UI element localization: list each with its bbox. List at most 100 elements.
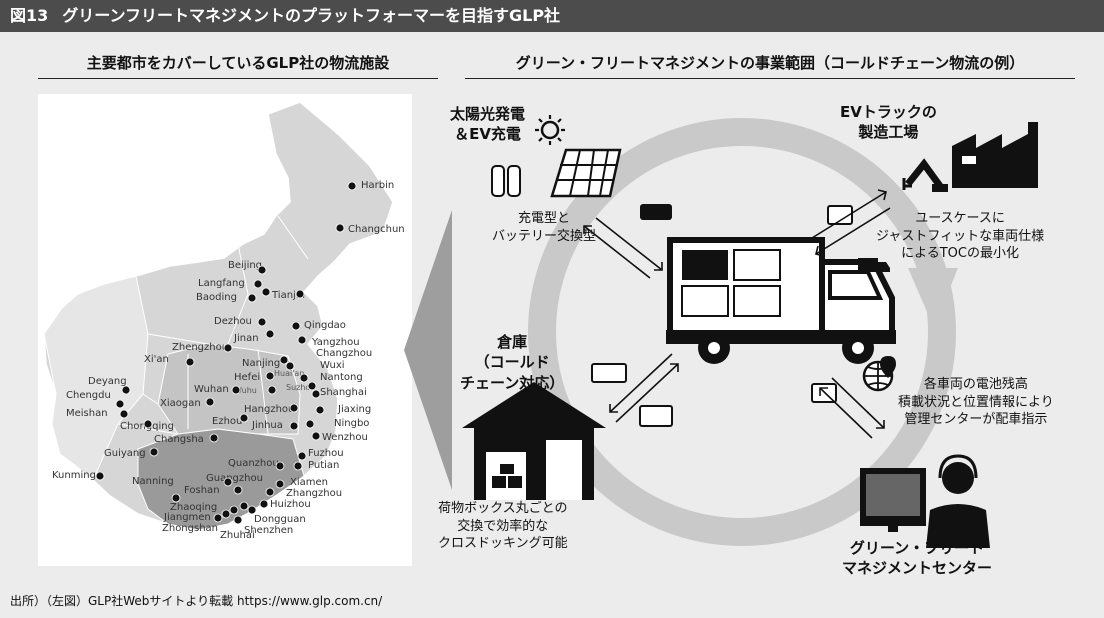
exchange-arrows bbox=[583, 189, 891, 439]
city-label-kunming: Kunming bbox=[52, 470, 96, 481]
city-dot bbox=[171, 493, 181, 503]
city-dot bbox=[289, 403, 299, 413]
city-label-guiyang: Guiyang bbox=[104, 448, 146, 459]
city-dot bbox=[247, 293, 257, 303]
city-dot bbox=[305, 419, 315, 429]
city-label-nanning: Nanning bbox=[132, 476, 174, 487]
battery-pack-icon bbox=[640, 204, 672, 220]
city-dot bbox=[239, 413, 249, 423]
factory-icon bbox=[952, 122, 1038, 188]
figure-title: グリーンフリートマネジメントのプラットフォーマーを目指すGLP社 bbox=[62, 6, 561, 25]
city-dot bbox=[347, 181, 357, 191]
city-dot bbox=[297, 451, 307, 461]
cycle-ring bbox=[528, 118, 956, 546]
city-label-zhongshan: Zhongshan bbox=[162, 523, 219, 534]
china-map: Harbin Changchun Beijing Langfang Tianji… bbox=[38, 94, 412, 566]
battery-cells-icon bbox=[491, 165, 521, 197]
city-dot-group bbox=[95, 181, 357, 525]
solar-heading: 太陽光発電 ＆EV充電 bbox=[450, 105, 526, 144]
province-borders bbox=[103, 215, 309, 435]
city-label-fuzhou: Fuzhou bbox=[308, 448, 344, 459]
city-label-ningbo: Ningbo bbox=[334, 418, 370, 429]
city-label-changchun: Changchun bbox=[348, 224, 405, 235]
city-label-shenzhen: Shenzhen bbox=[244, 525, 294, 536]
center-caption: 各車両の電池残高 積載状況と位置情報により 管理センターが配車指示 bbox=[898, 377, 1054, 428]
city-dot bbox=[265, 371, 275, 381]
city-label-baoding: Baoding bbox=[196, 292, 237, 303]
fleet-cycle-diagram bbox=[462, 115, 1038, 548]
arrow bbox=[609, 353, 673, 413]
city-dot bbox=[311, 431, 321, 441]
city-label-qingdao: Qingdao bbox=[304, 320, 346, 331]
cycle-arrowhead bbox=[908, 268, 958, 328]
arrow bbox=[595, 217, 663, 271]
city-dot bbox=[259, 499, 269, 509]
ev-truck-icon bbox=[666, 237, 896, 364]
west-region bbox=[43, 275, 149, 481]
factory-heading: EVトラックの 製造工場 bbox=[840, 103, 937, 142]
city-label-jinhua: Jinhua bbox=[252, 420, 283, 431]
arrow bbox=[615, 363, 679, 423]
solar-panel-icon bbox=[550, 148, 622, 198]
city-label-beijing: Beijing bbox=[228, 260, 263, 271]
left-pointing-arrow bbox=[404, 210, 452, 490]
city-label-jiangmen: Jiangmen bbox=[164, 512, 211, 523]
city-label-zhaoqing: Zhaoqing bbox=[170, 502, 218, 513]
scope-section-title: グリーン・フリートマネジメントの事業範囲（コールドチェーン物流の例） bbox=[465, 52, 1075, 79]
operator-monitor-icon bbox=[860, 454, 990, 548]
city-dot bbox=[307, 381, 317, 391]
city-label-suzhou: Suzhou bbox=[286, 383, 316, 392]
city-dot bbox=[265, 329, 275, 339]
city-label-changzhou: Changzhou bbox=[316, 348, 373, 359]
robot-arm-icon bbox=[902, 158, 948, 192]
city-dot bbox=[257, 317, 267, 327]
city-dot bbox=[315, 405, 325, 415]
message-icon bbox=[827, 205, 853, 225]
city-label-wuhu: Wuhu bbox=[234, 386, 257, 395]
warehouse-caption: 荷物ボックス丸ごとの 交換で効率的な クロスドッキング可能 bbox=[438, 501, 568, 552]
arrow bbox=[583, 225, 651, 279]
city-dot bbox=[289, 421, 299, 431]
city-label-huizhou: Huizhou bbox=[270, 499, 311, 510]
city-dot bbox=[213, 513, 223, 523]
city-dot bbox=[229, 505, 239, 515]
city-label-zhuhai: Zhuhai bbox=[220, 530, 255, 541]
city-label-xiamen: Xiamen bbox=[290, 477, 328, 488]
city-label-foshan: Foshan bbox=[184, 485, 220, 496]
source-note: 出所）（左図）GLP社Webサイトより転載 https://www.glp.co… bbox=[10, 594, 383, 608]
city-label-hangzhou: Hangzhou bbox=[244, 404, 295, 415]
city-label-harbin: Harbin bbox=[361, 180, 395, 191]
warehouse-icon bbox=[462, 382, 606, 500]
city-label-yangzhou: Yangzhou bbox=[312, 337, 360, 348]
city-label-dezhou: Dezhou bbox=[214, 316, 252, 327]
city-label-xiaogan: Xiaogan bbox=[160, 398, 201, 409]
city-label-changsha: Changsha bbox=[154, 434, 204, 445]
city-label-meishan: Meishan bbox=[66, 408, 108, 419]
warehouse-heading: 倉庫 （コールド チェーン対応） bbox=[460, 333, 565, 392]
city-dot bbox=[231, 385, 241, 395]
city-label-zhangzhou: Zhangzhou bbox=[286, 488, 343, 499]
city-label-dongguan: Dongguan bbox=[254, 514, 306, 525]
city-dot bbox=[253, 279, 263, 289]
city-dot bbox=[185, 357, 195, 367]
city-dot bbox=[149, 447, 159, 457]
city-dot bbox=[293, 461, 303, 471]
city-dot bbox=[285, 361, 295, 371]
arrow bbox=[815, 207, 891, 257]
city-label-chengdu: Chengdu bbox=[66, 390, 111, 401]
city-dot bbox=[291, 321, 301, 331]
city-dot bbox=[247, 505, 257, 515]
city-dot bbox=[121, 385, 131, 395]
cargo-box-icon bbox=[591, 363, 627, 383]
city-dot bbox=[223, 343, 233, 353]
city-label-tianjin: Tianjin bbox=[272, 290, 305, 301]
city-dot bbox=[335, 223, 345, 233]
city-label-ezhou: Ezhou bbox=[212, 416, 243, 427]
city-dot bbox=[209, 433, 219, 443]
small-truck-icon bbox=[858, 258, 890, 272]
city-label-wenzhou: Wenzhou bbox=[322, 432, 368, 443]
sun-icon bbox=[535, 115, 565, 145]
city-label-nantong: Nantong bbox=[320, 372, 363, 383]
city-label-wuhan: Wuhan bbox=[194, 384, 229, 395]
globe-location-icon bbox=[862, 356, 896, 392]
